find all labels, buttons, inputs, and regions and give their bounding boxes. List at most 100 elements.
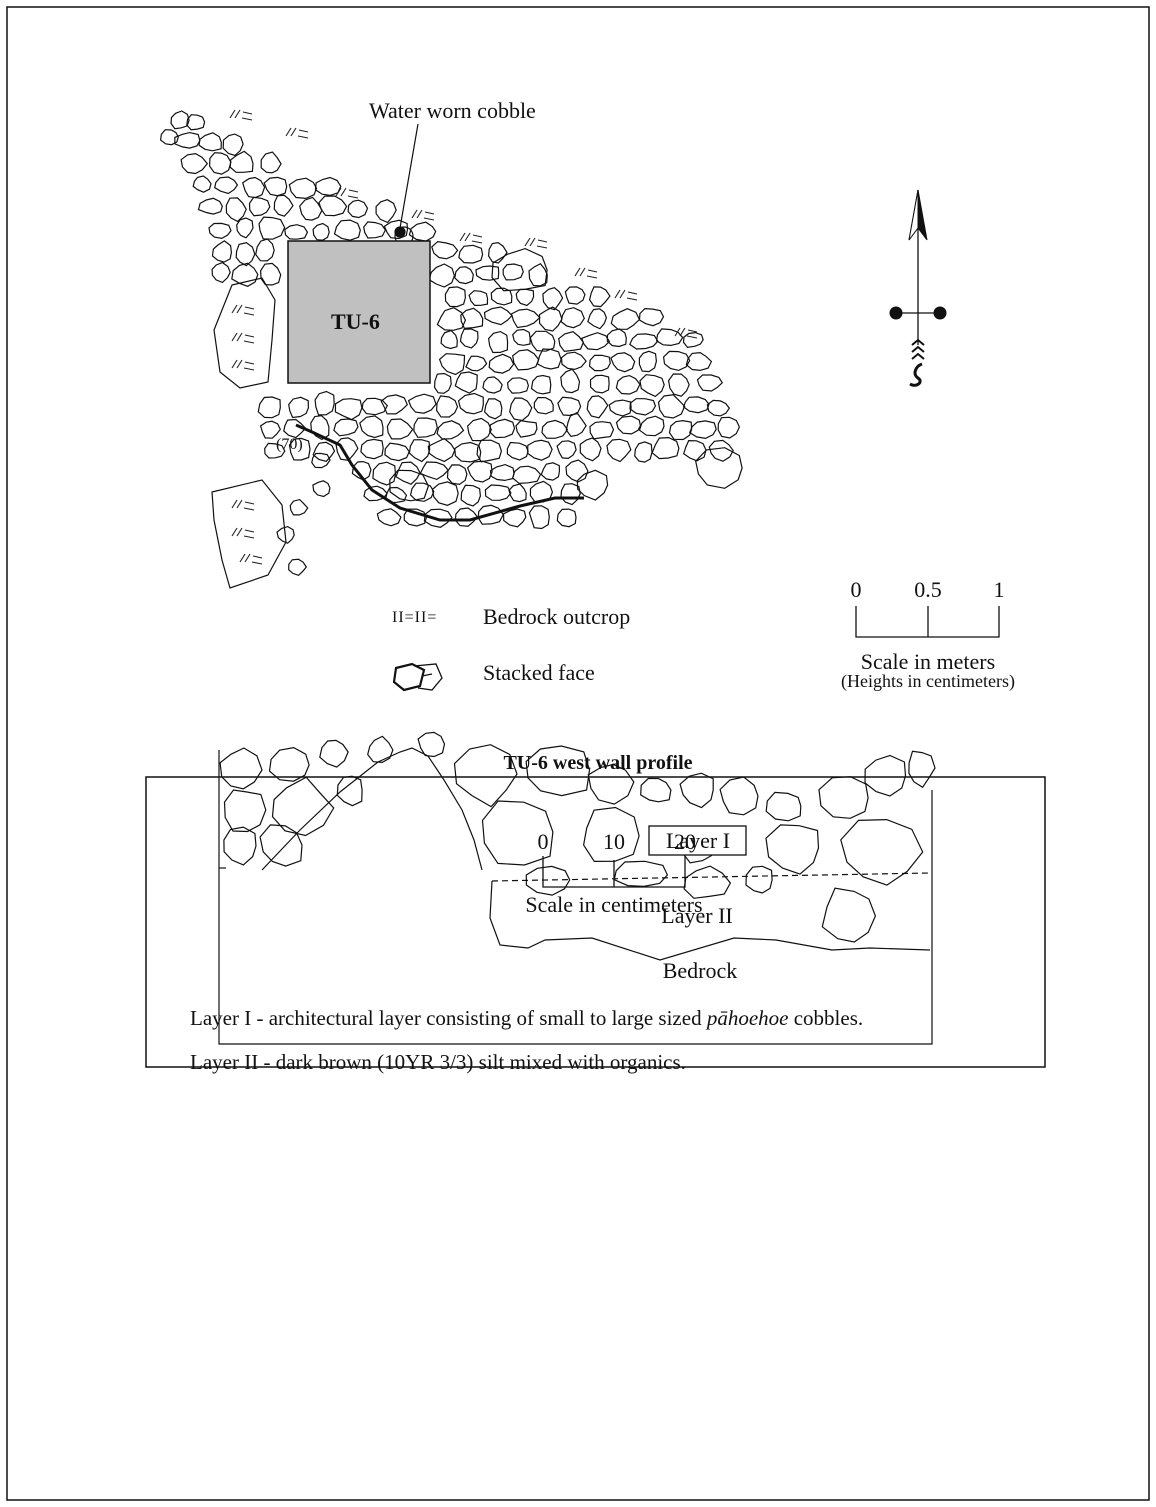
plan-cobbles xyxy=(159,110,743,576)
cobble xyxy=(655,328,684,347)
page-frame xyxy=(6,6,1150,1501)
bedrock-hatch xyxy=(411,209,435,221)
cobble xyxy=(530,374,552,395)
cobble xyxy=(488,353,515,374)
profile-scale-tick-20: 20 xyxy=(674,829,696,854)
cobble xyxy=(427,437,456,463)
cobble xyxy=(576,469,609,501)
bedrock-boundary xyxy=(489,880,931,961)
legend-bedrock-label: Bedrock outcrop xyxy=(483,604,631,629)
bedrock-hatch xyxy=(574,267,598,279)
cobble xyxy=(465,355,488,372)
cobble xyxy=(413,417,438,438)
cobble xyxy=(490,287,513,306)
cobble xyxy=(433,372,452,394)
profile-title: TU-6 west wall profile xyxy=(503,752,693,774)
cobble xyxy=(385,486,408,504)
cobble xyxy=(299,196,323,221)
cobble xyxy=(586,395,609,419)
cobble xyxy=(159,129,179,146)
cobble xyxy=(502,508,527,528)
north-arrow-icon xyxy=(889,189,947,387)
cobble xyxy=(512,465,542,485)
cobble xyxy=(610,308,641,330)
map-scale-tick-0: 0 xyxy=(850,577,862,602)
profile-cobble xyxy=(336,775,363,807)
bedrock-hatch xyxy=(614,289,638,301)
profile-cobble xyxy=(840,818,924,886)
cobble xyxy=(222,133,244,157)
bedrock-hatch xyxy=(285,127,309,139)
cobble xyxy=(688,420,717,440)
cobble xyxy=(318,195,348,217)
cobble xyxy=(235,242,256,267)
cobble xyxy=(383,219,409,240)
cobble xyxy=(682,331,704,349)
profile-cobble xyxy=(223,826,257,866)
cobble xyxy=(509,397,533,422)
cobble xyxy=(312,441,336,462)
cobble xyxy=(389,469,430,502)
cobble xyxy=(682,439,707,462)
cobble xyxy=(229,150,254,173)
cobble xyxy=(476,439,503,463)
cobble xyxy=(454,507,479,527)
cobble xyxy=(457,392,484,415)
cobble xyxy=(436,420,465,440)
cobble xyxy=(363,221,387,239)
bedrock-hatch xyxy=(524,237,548,249)
cobble xyxy=(560,483,581,506)
cobble xyxy=(639,374,665,398)
layer-boundary xyxy=(491,872,931,882)
cobble xyxy=(211,240,233,263)
callout-leader xyxy=(399,123,419,229)
cobble xyxy=(408,221,437,242)
cobble xyxy=(667,373,690,397)
cobble xyxy=(588,354,611,372)
cobble xyxy=(468,290,489,307)
cobble xyxy=(491,247,548,292)
profile-cobble xyxy=(719,776,759,816)
cobble xyxy=(259,262,282,286)
cobble xyxy=(508,483,527,503)
cobble xyxy=(662,350,691,372)
cobble xyxy=(512,328,531,346)
cobble xyxy=(255,238,275,262)
cobble xyxy=(475,265,500,281)
cobble xyxy=(360,438,384,460)
cobble xyxy=(638,415,665,437)
cobble xyxy=(629,398,657,416)
cobble xyxy=(489,463,515,482)
cobble xyxy=(483,306,513,326)
profile-scale-tick-0: 0 xyxy=(537,829,549,854)
cobble xyxy=(454,371,478,394)
cobble xyxy=(231,262,259,287)
cobble xyxy=(186,114,206,131)
map-scale-subtitle: (Heights in centimeters) xyxy=(841,671,1015,691)
cobble xyxy=(695,447,743,489)
cobble xyxy=(668,419,693,441)
cobble xyxy=(560,368,581,394)
profile-cobble xyxy=(613,860,669,888)
cobble xyxy=(477,504,504,525)
map-scale-tick-05: 0.5 xyxy=(914,577,942,602)
profile-cobble xyxy=(367,735,394,764)
cobble xyxy=(334,398,363,421)
cobble xyxy=(423,508,453,528)
cobble xyxy=(359,415,384,439)
callout-water-worn-cobble: Water worn cobble xyxy=(369,98,536,123)
cobble xyxy=(419,461,450,481)
cobble xyxy=(314,176,342,197)
cobble xyxy=(312,222,330,241)
cobble xyxy=(380,394,409,415)
cobble xyxy=(587,308,608,330)
layer1-label: Layer I xyxy=(665,828,731,853)
profile-cobble xyxy=(525,865,571,896)
bedrock-hatch xyxy=(231,359,255,371)
map-scale-title: Scale in meters xyxy=(860,649,996,674)
cobble xyxy=(510,308,541,329)
bedrock-hatch xyxy=(335,187,359,199)
cobble xyxy=(259,420,282,439)
profile-cobble xyxy=(864,754,907,797)
cobble xyxy=(258,216,286,240)
